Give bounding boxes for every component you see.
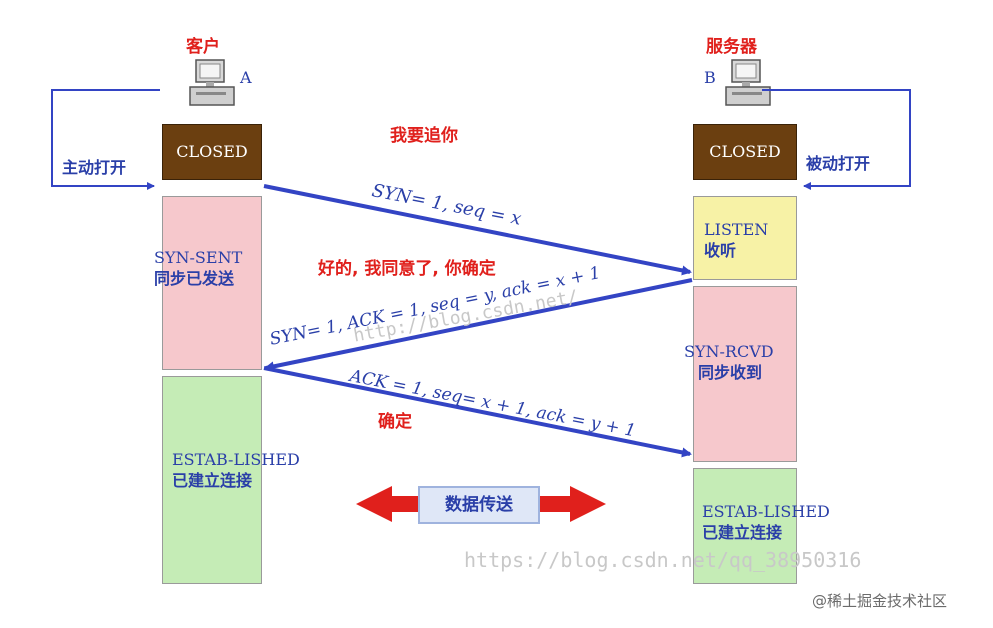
syn-rcvd-cn: 同步收到 — [698, 362, 763, 382]
watermark-blog-url-full: https://blog.csdn.net/qq_38950316 — [464, 548, 862, 572]
client-syn-sent-label: SYN-SENT 同步已发送 — [154, 248, 242, 290]
syn-arrow — [263, 184, 692, 276]
server-listen-block — [693, 196, 797, 280]
syn-rcvd-en: SYN-RCVD — [684, 342, 774, 361]
server-established-cn: 已建立连接 — [702, 522, 783, 542]
syn-sent-cn: 同步已发送 — [154, 268, 235, 288]
client-computer-icon — [189, 59, 235, 106]
footer-brand: @稀土掘金技术社区 — [812, 592, 948, 610]
ack-arrow — [263, 366, 692, 458]
annotation-agree: 好的, 我同意了, 你确定 — [318, 259, 496, 279]
server-established-block — [693, 468, 797, 584]
annotation-chase: 我要追你 — [390, 126, 458, 146]
server-letter: B — [704, 68, 716, 87]
client-established-en: ESTAB-LISHED — [172, 450, 300, 469]
server-established-label: ESTAB-LISHED 已建立连接 — [702, 502, 830, 544]
client-closed-state: CLOSED — [162, 124, 262, 180]
transfer-right-arrowhead — [570, 486, 606, 522]
client-established-label: ESTAB-LISHED 已建立连接 — [172, 450, 300, 492]
data-transfer-label: 数据传送 — [418, 486, 540, 524]
annotation-confirm: 确定 — [378, 412, 412, 432]
server-closed-state: CLOSED — [693, 124, 797, 180]
server-listen-label: LISTEN 收听 — [704, 220, 768, 262]
listen-cn: 收听 — [704, 240, 737, 260]
syn-sent-en: SYN-SENT — [154, 248, 243, 267]
active-open-label: 主动打开 — [62, 158, 127, 177]
server-computer-icon — [725, 59, 771, 106]
client-open-loop-arrow — [51, 89, 160, 190]
server-syn-rcvd-label: SYN-RCVD 同步收到 — [684, 342, 774, 384]
server-title: 服务器 — [706, 37, 757, 57]
server-syn-rcvd-block — [693, 286, 797, 462]
syn-ack-arrow — [264, 278, 693, 372]
client-syn-sent-block — [162, 196, 262, 370]
client-title: 客户 — [186, 37, 220, 57]
passive-open-label: 被动打开 — [806, 154, 871, 173]
server-open-loop-arrow — [762, 89, 911, 190]
server-established-en: ESTAB-LISHED — [702, 502, 830, 521]
client-established-cn: 已建立连接 — [172, 470, 253, 490]
transfer-left-arrowhead — [356, 486, 392, 522]
client-letter: A — [240, 68, 252, 87]
listen-en: LISTEN — [704, 220, 769, 239]
client-established-block — [162, 376, 262, 584]
